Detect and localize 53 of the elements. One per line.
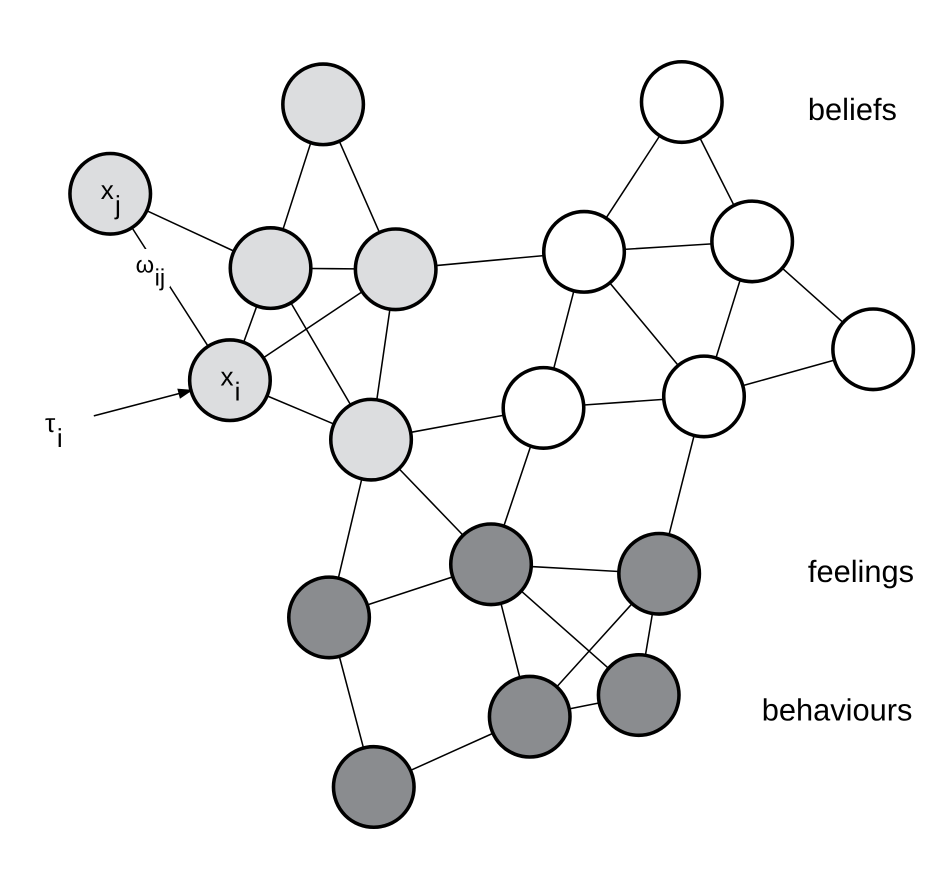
connector (552, 291, 575, 369)
connector (267, 395, 334, 425)
connector (503, 446, 532, 526)
connector (311, 268, 356, 270)
connector (410, 414, 504, 434)
connector (338, 478, 362, 578)
connector (338, 140, 380, 233)
connector (606, 135, 660, 218)
connector (338, 656, 364, 748)
connector (500, 603, 521, 678)
connector (584, 398, 664, 406)
node-circle (710, 199, 794, 284)
connector (263, 291, 363, 358)
connector (644, 614, 654, 656)
connector (782, 268, 844, 323)
node-circle (640, 60, 724, 144)
connector (699, 138, 735, 206)
connector (367, 576, 453, 606)
connector (742, 359, 834, 386)
connector (569, 702, 600, 710)
connector (715, 280, 741, 358)
connector (290, 302, 352, 405)
node-circle (287, 575, 372, 660)
connector (282, 142, 312, 230)
connector (531, 566, 619, 572)
node-circle (488, 674, 572, 759)
node-circle (596, 652, 681, 738)
label: behaviours (762, 692, 912, 728)
connector (242, 306, 258, 343)
connector (398, 468, 464, 536)
connector (668, 436, 695, 535)
arrow (94, 388, 194, 417)
node-circle (354, 227, 438, 312)
node-circle (831, 307, 916, 392)
label: beliefs (808, 92, 897, 127)
connector (556, 603, 633, 688)
connector (376, 309, 391, 400)
node-circle (617, 532, 702, 616)
connector (436, 254, 544, 266)
connector (624, 243, 712, 250)
node-circle (228, 226, 313, 310)
node-circle (329, 398, 414, 482)
node-circle (542, 210, 626, 294)
connector (146, 210, 234, 252)
node-circle (332, 744, 416, 830)
node-circle (662, 354, 746, 438)
node-circle (281, 62, 366, 146)
node-circle (501, 366, 586, 450)
label: feelings (808, 554, 914, 589)
connector (609, 282, 678, 366)
node-circle (448, 522, 534, 606)
connector (410, 732, 493, 772)
connector (520, 590, 610, 669)
